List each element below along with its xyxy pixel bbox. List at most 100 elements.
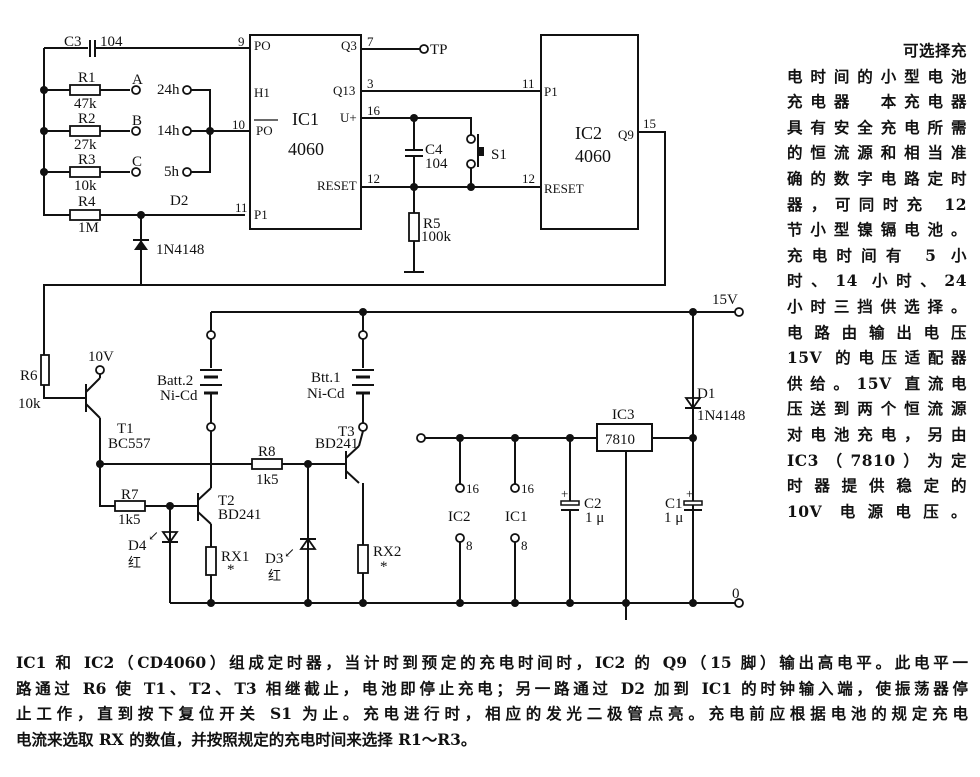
ic1-vdd-pin [510, 483, 520, 493]
svg-text:16: 16 [466, 481, 480, 496]
r5-label: R5 [423, 216, 441, 232]
rx1-label: RX1 [221, 549, 249, 565]
ic2-label: IC2 [575, 123, 602, 143]
svg-text:7: 7 [367, 34, 374, 49]
ic2-gnd-pin [455, 533, 465, 543]
ic3-label: IC3 [612, 407, 635, 423]
r3-label: R3 [78, 152, 96, 168]
transistor-t2 [197, 487, 212, 525]
r8-value: 1k5 [256, 472, 279, 488]
svg-text:11: 11 [522, 76, 535, 91]
ic2-value: 4060 [575, 146, 611, 166]
r1-value: 47k [74, 96, 97, 112]
resistor-r1 [69, 84, 101, 96]
switch-label-b: B [132, 113, 142, 129]
c2-value: 1 μ [585, 510, 604, 526]
svg-text:Q3: Q3 [341, 38, 357, 53]
bottom-description: IC1 和 IC2（CD4060）组成定时器，当计时到预定的充电时间时，IC2 … [16, 653, 968, 749]
svg-text:12: 12 [522, 171, 535, 186]
tp-terminal[interactable] [419, 44, 429, 54]
d1-label: D1 [697, 386, 715, 402]
ic1-value: 4060 [288, 139, 324, 159]
tp-label: TP [430, 42, 448, 58]
d3-value: 红 [268, 568, 281, 583]
ic1-label: IC1 [292, 109, 319, 129]
svg-text:H1: H1 [254, 85, 270, 100]
switch-s1[interactable] [466, 134, 484, 187]
svg-text:8: 8 [466, 538, 473, 553]
rc-network: C3 104 R1 47k R2 27k R3 10k R4 1M A B C … [40, 34, 250, 285]
resistor-r5 [408, 212, 420, 242]
s1-label: S1 [491, 147, 507, 163]
c1-value: 1 μ [664, 510, 683, 526]
terminal-a[interactable] [131, 85, 141, 95]
r7-label: R7 [121, 487, 139, 503]
svg-text:Q9: Q9 [618, 127, 634, 142]
transistor-t1 [85, 372, 101, 419]
r4-label: R4 [78, 194, 96, 210]
r6-label: R6 [20, 368, 38, 384]
c4-value: 104 [425, 156, 448, 172]
d4-value: 红 [128, 555, 141, 570]
d2-label: D2 [170, 193, 188, 209]
0v-label: 0 [732, 586, 740, 602]
svg-text:PO: PO [254, 38, 271, 53]
c1-label: C1 [665, 496, 683, 512]
svg-text:PO: PO [256, 123, 273, 138]
ic2-vdd-pin [455, 483, 465, 493]
r4-value: 1M [78, 220, 99, 236]
svg-text:+: + [561, 486, 568, 501]
battery-batt2 [200, 312, 222, 432]
c3-label: C3 [64, 34, 82, 50]
batt2-value: Ni-Cd [160, 388, 198, 404]
resistor-r2 [69, 125, 101, 137]
ic1-power-label: IC1 [505, 509, 528, 525]
t3-label: T3 [338, 424, 355, 440]
diode-d1 [684, 397, 702, 410]
svg-text:11: 11 [235, 200, 248, 215]
r3-value: 10k [74, 178, 97, 194]
led-d3 [299, 537, 317, 550]
d4-label: D4 [128, 538, 147, 554]
resistor-r8 [251, 458, 283, 470]
svg-text:10: 10 [232, 117, 245, 132]
r8-label: R8 [258, 444, 276, 460]
r5-value: 100k [421, 229, 452, 245]
time-label-14h: 14h [157, 123, 180, 139]
terminal-c[interactable] [131, 167, 141, 177]
terminal-0v[interactable] [734, 598, 744, 608]
switch-label-a: A [132, 72, 143, 88]
batt1-value: Ni-Cd [307, 386, 345, 402]
resistor-rx2 [357, 544, 369, 574]
svg-text:16: 16 [367, 103, 381, 118]
rx2-value: * [380, 559, 388, 575]
rx1-value: * [227, 562, 235, 578]
rx2-label: RX2 [373, 544, 401, 560]
svg-text:Q13: Q13 [333, 83, 355, 98]
svg-text:RESET: RESET [544, 181, 584, 196]
r2-label: R2 [78, 111, 96, 127]
terminal-10v-out[interactable] [416, 433, 426, 443]
light-arrows-icon: ↙ [284, 545, 295, 560]
terminal-14h[interactable] [182, 126, 192, 136]
terminal-5h[interactable] [182, 167, 192, 177]
terminal-b[interactable] [131, 126, 141, 136]
c3-value: 104 [100, 34, 123, 50]
terminal-10v[interactable] [95, 365, 105, 375]
resistor-r4 [69, 209, 101, 221]
svg-text:9: 9 [238, 34, 245, 49]
terminal-24h[interactable] [182, 85, 192, 95]
t1-label: T1 [117, 421, 134, 437]
r7-value: 1k5 [118, 512, 141, 528]
capacitor-c2 [560, 500, 580, 506]
svg-text:P1: P1 [254, 207, 268, 222]
terminal-15v[interactable] [734, 307, 744, 317]
t2-label: T2 [218, 493, 235, 509]
r2-value: 27k [74, 137, 97, 153]
capacitor-c1 [683, 500, 703, 506]
svg-text:P1: P1 [544, 84, 558, 99]
svg-text:3: 3 [367, 76, 374, 91]
15v-label: 15V [712, 292, 738, 308]
resistor-r3 [69, 166, 101, 178]
time-label-5h: 5h [164, 164, 180, 180]
